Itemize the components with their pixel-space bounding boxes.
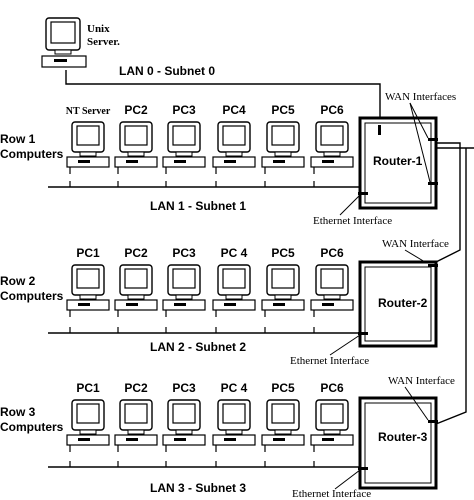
router-3-wan-port — [428, 420, 438, 423]
router-1-lan0-port — [378, 125, 381, 135]
row-2-computer-label-1: PC1 — [76, 246, 100, 260]
router-2-wan-label: WAN Interface — [382, 238, 449, 250]
row-3-computer-label-4: PC 4 — [221, 381, 248, 395]
wan-link-1-2 — [435, 142, 461, 263]
row-2-computer-label-5: PC5 — [271, 246, 295, 260]
unix-server-label-line2: Server. — [87, 36, 120, 48]
wan-link-2-3 — [435, 148, 467, 425]
router-1 — [358, 116, 438, 210]
row-1-computer-icon-1 — [66, 121, 110, 174]
row-2-label-line2: Computers — [0, 289, 64, 303]
row-1-computer-icon-6 — [310, 121, 354, 174]
row-1-group: NT Server PC2 PC3 PC4 PC5 PC6 — [48, 103, 360, 188]
row-1-computer-label-1: NT Server — [66, 106, 111, 117]
row-1-computer-icon-3 — [162, 121, 206, 174]
wan-pointer-2 — [404, 249, 426, 263]
row-2-computer-icon-1 — [66, 264, 110, 317]
router-2-ethernet-label: Ethernet Interface — [290, 355, 369, 367]
row-2-computer-label-4: PC 4 — [221, 246, 248, 260]
router-3-wan-label: WAN Interface — [388, 375, 455, 387]
router-3-ethernet-port — [358, 467, 368, 470]
row-3-computer-label-2: PC2 — [124, 381, 148, 395]
unix-server-label-line1: Unix — [87, 23, 110, 35]
row-1-computer-label-6: PC6 — [320, 103, 344, 117]
router-1-label: Router-1 — [373, 154, 423, 168]
router-1-inner — [364, 122, 432, 204]
row-3-computer-label-6: PC6 — [320, 381, 344, 395]
lan3-label: LAN 3 - Subnet 3 — [150, 481, 246, 495]
row-2-group: PC1 PC2 PC3 PC 4 PC5 PC6 — [48, 246, 360, 334]
router-1-ethernet-port — [358, 192, 368, 195]
row-3-computer-icon-2 — [114, 399, 158, 452]
router-1-wan-port-1 — [428, 138, 438, 141]
row-2-computer-icon-3 — [162, 264, 206, 317]
router-3-ethernet-label: Ethernet Interface — [292, 488, 371, 500]
row-3-computer-icon-5 — [261, 399, 305, 452]
row-3-label-line1: Row 3 — [0, 405, 36, 419]
row-3-computer-icon-4 — [212, 399, 256, 452]
row-1-computer-label-2: PC2 — [124, 103, 148, 117]
wan-pointer-1a — [409, 102, 429, 139]
row-3-computer-icon-6 — [310, 399, 354, 452]
lan0-label: LAN 0 - Subnet 0 — [119, 64, 215, 78]
lan1-label: LAN 1 - Subnet 1 — [150, 199, 246, 213]
row-1-computer-icon-5 — [261, 121, 305, 174]
router-1-wan-port-2 — [428, 182, 438, 185]
wan-pointer-3 — [404, 386, 429, 421]
eth-pointer-3 — [334, 469, 361, 490]
router-2-inner — [364, 266, 432, 342]
row-2-computer-label-2: PC2 — [124, 246, 148, 260]
row-2-computer-icon-4 — [212, 264, 256, 317]
row-1-computer-icon-4 — [212, 121, 256, 174]
row-3-computer-label-3: PC3 — [172, 381, 196, 395]
router-2-ethernet-port — [358, 332, 368, 335]
router-3-label: Router-3 — [378, 430, 428, 444]
row-2-label-line1: Row 2 — [0, 274, 36, 288]
unix-server-icon — [41, 17, 87, 68]
router-2 — [358, 260, 438, 348]
row-2-computer-label-3: PC3 — [172, 246, 196, 260]
eth-pointer-2 — [329, 334, 361, 356]
eth-pointer-1 — [339, 194, 361, 216]
router-1-wan-label: WAN Interfaces — [385, 91, 456, 103]
row-3-computer-icon-1 — [66, 399, 110, 452]
row-2-computer-label-6: PC6 — [320, 246, 344, 260]
row-1-label-line2: Computers — [0, 147, 64, 161]
row-1-computer-label-4: PC4 — [222, 103, 246, 117]
row-1-label-line1: Row 1 — [0, 132, 36, 146]
row-1-computer-label-5: PC5 — [271, 103, 295, 117]
row-3-computer-label-5: PC5 — [271, 381, 295, 395]
router-2-label: Router-2 — [378, 296, 428, 310]
row-1-computer-label-3: PC3 — [172, 103, 196, 117]
router-1-ethernet-label: Ethernet Interface — [313, 215, 392, 227]
row-3-computer-icon-3 — [162, 399, 206, 452]
lan0-wire — [65, 70, 381, 118]
row-2-computer-icon-5 — [261, 264, 305, 317]
router-2-wan-port — [428, 264, 438, 267]
row-2-computer-icon-2 — [114, 264, 158, 317]
row-3-label-line2: Computers — [0, 420, 64, 434]
lan2-label: LAN 2 - Subnet 2 — [150, 340, 246, 354]
wan-pointer-1b — [409, 102, 431, 183]
router-3-inner — [364, 402, 432, 484]
row-3-computer-label-1: PC1 — [76, 381, 100, 395]
row-2-computer-icon-6 — [310, 264, 354, 317]
row-1-computer-icon-2 — [114, 121, 158, 174]
row-3-group: PC1 PC2 PC3 PC 4 PC5 PC6 — [48, 381, 360, 468]
